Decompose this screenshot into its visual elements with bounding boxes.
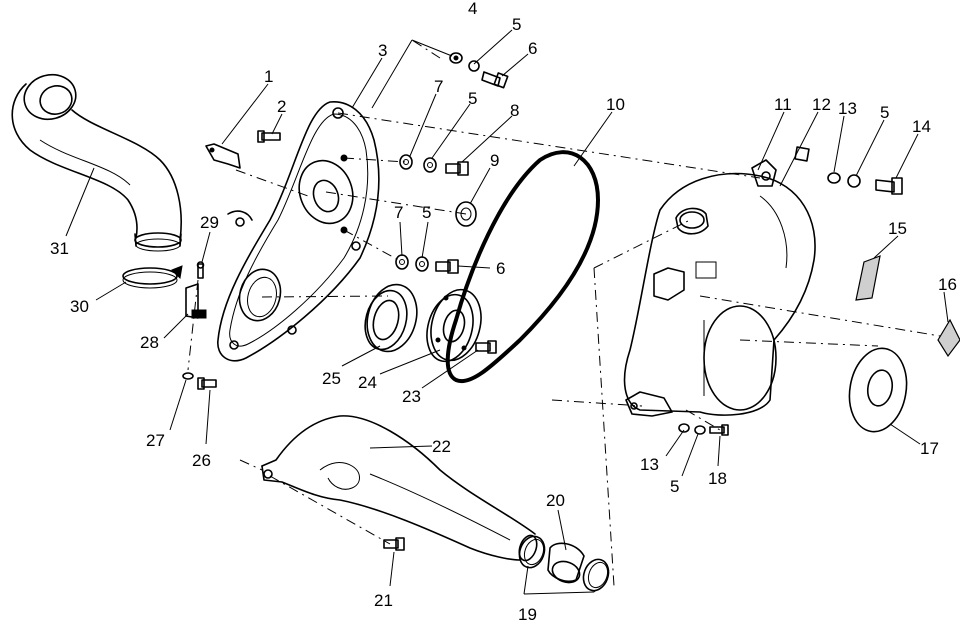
callout-20: 20 bbox=[546, 491, 565, 510]
part-13-washer-top bbox=[827, 172, 841, 184]
callout-10: 10 bbox=[606, 95, 625, 114]
part-22-exhaust-duct bbox=[261, 415, 538, 562]
part-8-bolt bbox=[445, 161, 469, 176]
callout-5: 5 bbox=[468, 89, 477, 108]
part-20-coupler bbox=[547, 542, 585, 584]
part-27-washer bbox=[182, 372, 194, 380]
callout-5: 5 bbox=[422, 203, 431, 222]
alignment-lines bbox=[235, 39, 941, 587]
callout-5: 5 bbox=[880, 103, 889, 122]
part-5-washer-lower bbox=[415, 256, 429, 272]
part-25-seal bbox=[364, 283, 418, 353]
callout-23: 23 bbox=[402, 387, 421, 406]
callout-28: 28 bbox=[140, 333, 159, 352]
callout-9: 9 bbox=[490, 151, 499, 170]
part-31-intake-duct bbox=[11, 73, 182, 252]
part-21-bolt bbox=[383, 537, 405, 551]
leader-lines bbox=[65, 29, 949, 595]
part-18-screw bbox=[709, 424, 729, 436]
callout-7: 7 bbox=[434, 77, 443, 96]
callout-27: 27 bbox=[146, 431, 165, 450]
callout-24: 24 bbox=[358, 373, 377, 392]
part-3-inner-cover bbox=[217, 101, 380, 362]
part-19-clamp-right bbox=[582, 558, 610, 592]
part-26-bolt bbox=[197, 377, 217, 390]
callout-25: 25 bbox=[322, 369, 341, 388]
callout-3: 3 bbox=[378, 41, 387, 60]
part-12-decal bbox=[794, 146, 810, 162]
part-13-washer-bottom bbox=[678, 423, 690, 433]
part-28-bracket bbox=[185, 283, 207, 319]
callout-11: 11 bbox=[774, 95, 792, 114]
callout-30: 30 bbox=[70, 297, 89, 316]
part-10-drive-belt bbox=[445, 150, 600, 384]
callout-12: 12 bbox=[812, 95, 831, 114]
part-29-screw bbox=[196, 261, 205, 279]
callout-21: 21 bbox=[374, 591, 393, 610]
callouts: 1 2 3 4 5 6 7 5 8 9 10 11 12 13 5 14 15 … bbox=[50, 0, 957, 624]
callout-8: 8 bbox=[510, 101, 519, 120]
callout-1: 1 bbox=[264, 67, 273, 86]
part-23-bolt bbox=[475, 340, 497, 354]
callout-13: 13 bbox=[838, 99, 857, 118]
callout-7: 7 bbox=[394, 203, 403, 222]
callout-17: 17 bbox=[920, 439, 939, 458]
callout-6: 6 bbox=[528, 39, 537, 58]
part-7-washer-upper bbox=[399, 154, 413, 170]
callout-13: 13 bbox=[640, 455, 659, 474]
part-14-bolt bbox=[875, 177, 903, 195]
part-17-gasket bbox=[848, 347, 908, 433]
callout-4: 4 bbox=[468, 0, 477, 18]
part-15-decal-strip bbox=[855, 255, 881, 301]
part-5-washer-right bbox=[847, 174, 861, 188]
callout-16: 16 bbox=[938, 275, 957, 294]
part-9-spacer bbox=[455, 201, 477, 227]
callout-31: 31 bbox=[50, 239, 69, 258]
part-16-diamond-decal bbox=[937, 318, 960, 358]
part-6-bolt-lower bbox=[435, 259, 459, 274]
callout-5: 5 bbox=[512, 15, 521, 34]
callout-6: 6 bbox=[496, 259, 505, 278]
part-19-clamp-left bbox=[518, 535, 546, 569]
callout-22: 22 bbox=[432, 437, 451, 456]
part-5-washer-bottom bbox=[694, 425, 706, 435]
callout-2: 2 bbox=[277, 97, 286, 116]
callout-14: 14 bbox=[912, 117, 931, 136]
part-11-outer-cover bbox=[623, 159, 816, 417]
part-1-bracket bbox=[205, 143, 241, 169]
part-30-hose-clamp bbox=[122, 265, 183, 289]
callout-18: 18 bbox=[708, 469, 727, 488]
part-2-screw bbox=[257, 130, 281, 143]
callout-19: 19 bbox=[518, 605, 537, 624]
callout-15: 15 bbox=[888, 219, 907, 238]
part-4-washer bbox=[449, 52, 463, 64]
callout-26: 26 bbox=[192, 451, 211, 470]
callout-5: 5 bbox=[670, 477, 679, 496]
part-5-washer-top bbox=[468, 60, 480, 72]
part-5-washer-upper bbox=[423, 157, 437, 173]
callout-29: 29 bbox=[200, 213, 219, 232]
